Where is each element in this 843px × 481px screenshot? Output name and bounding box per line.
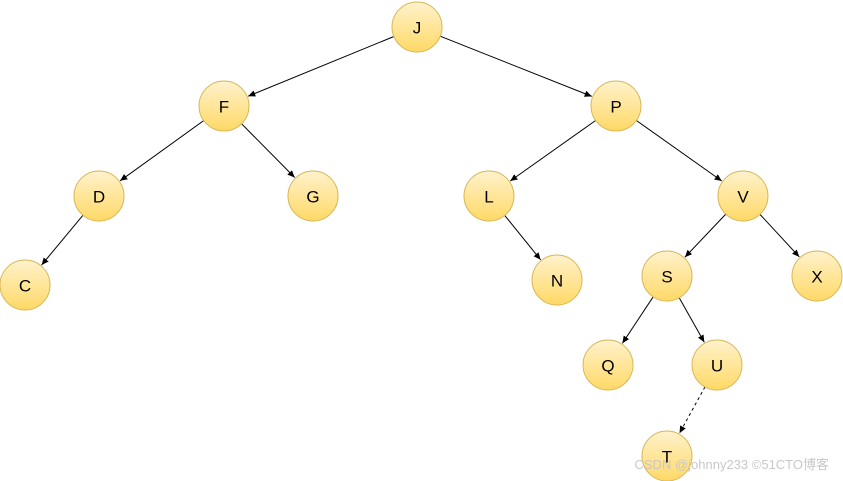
node-circle <box>691 339 743 391</box>
node-circle <box>198 80 250 132</box>
node-label: J <box>413 19 422 38</box>
tree-node-g: G <box>287 170 339 222</box>
node-label: G <box>306 188 319 207</box>
tree-node-d: D <box>73 170 125 222</box>
edges-layer <box>41 35 800 434</box>
node-circle <box>590 80 642 132</box>
node-circle <box>641 430 693 481</box>
node-label: T <box>662 448 672 467</box>
edge-l-n <box>504 215 541 261</box>
edge-s-q <box>621 296 654 344</box>
node-circle <box>73 170 125 222</box>
edge-d-c <box>41 214 84 266</box>
edge-v-x <box>759 214 800 258</box>
node-circle <box>791 250 843 302</box>
node-label: X <box>811 268 822 287</box>
edge-j-f <box>247 36 395 97</box>
node-label: C <box>19 277 31 296</box>
node-circle <box>641 250 693 302</box>
tree-node-l: L <box>463 170 515 222</box>
node-label: N <box>551 272 563 291</box>
edge-p-v <box>636 120 723 182</box>
tree-node-x: X <box>791 250 843 302</box>
tree-node-q: Q <box>582 339 634 391</box>
tree-node-t: T <box>641 430 693 481</box>
watermark: CSDN @johnny233 ©51CTO博客 <box>634 457 830 472</box>
edge-s-u <box>678 297 705 343</box>
tree-node-j: J <box>391 1 443 53</box>
tree-node-p: P <box>590 80 642 132</box>
tree-node-s: S <box>641 250 693 302</box>
node-label: P <box>610 98 621 117</box>
node-circle <box>287 170 339 222</box>
edge-f-d <box>119 120 204 182</box>
edge-u-t <box>679 386 706 434</box>
node-circle <box>463 170 515 222</box>
edge-p-l <box>509 120 596 182</box>
tree-node-c: C <box>0 259 51 311</box>
edge-j-p <box>440 35 592 97</box>
node-circle <box>582 339 634 391</box>
tree-node-u: U <box>691 339 743 391</box>
node-label: V <box>737 188 749 207</box>
tree-node-f: F <box>198 80 250 132</box>
node-circle <box>0 259 51 311</box>
tree-node-v: V <box>717 170 769 222</box>
node-label: D <box>93 188 105 207</box>
node-label: L <box>484 188 493 207</box>
node-circle <box>531 254 583 306</box>
node-label: S <box>661 268 672 287</box>
node-label: U <box>711 357 723 376</box>
node-label: F <box>219 98 229 117</box>
node-circle <box>391 1 443 53</box>
node-circle <box>717 170 769 222</box>
edge-v-s <box>684 213 727 258</box>
tree-node-n: N <box>531 254 583 306</box>
node-label: Q <box>601 357 614 376</box>
edge-f-g <box>241 123 296 178</box>
